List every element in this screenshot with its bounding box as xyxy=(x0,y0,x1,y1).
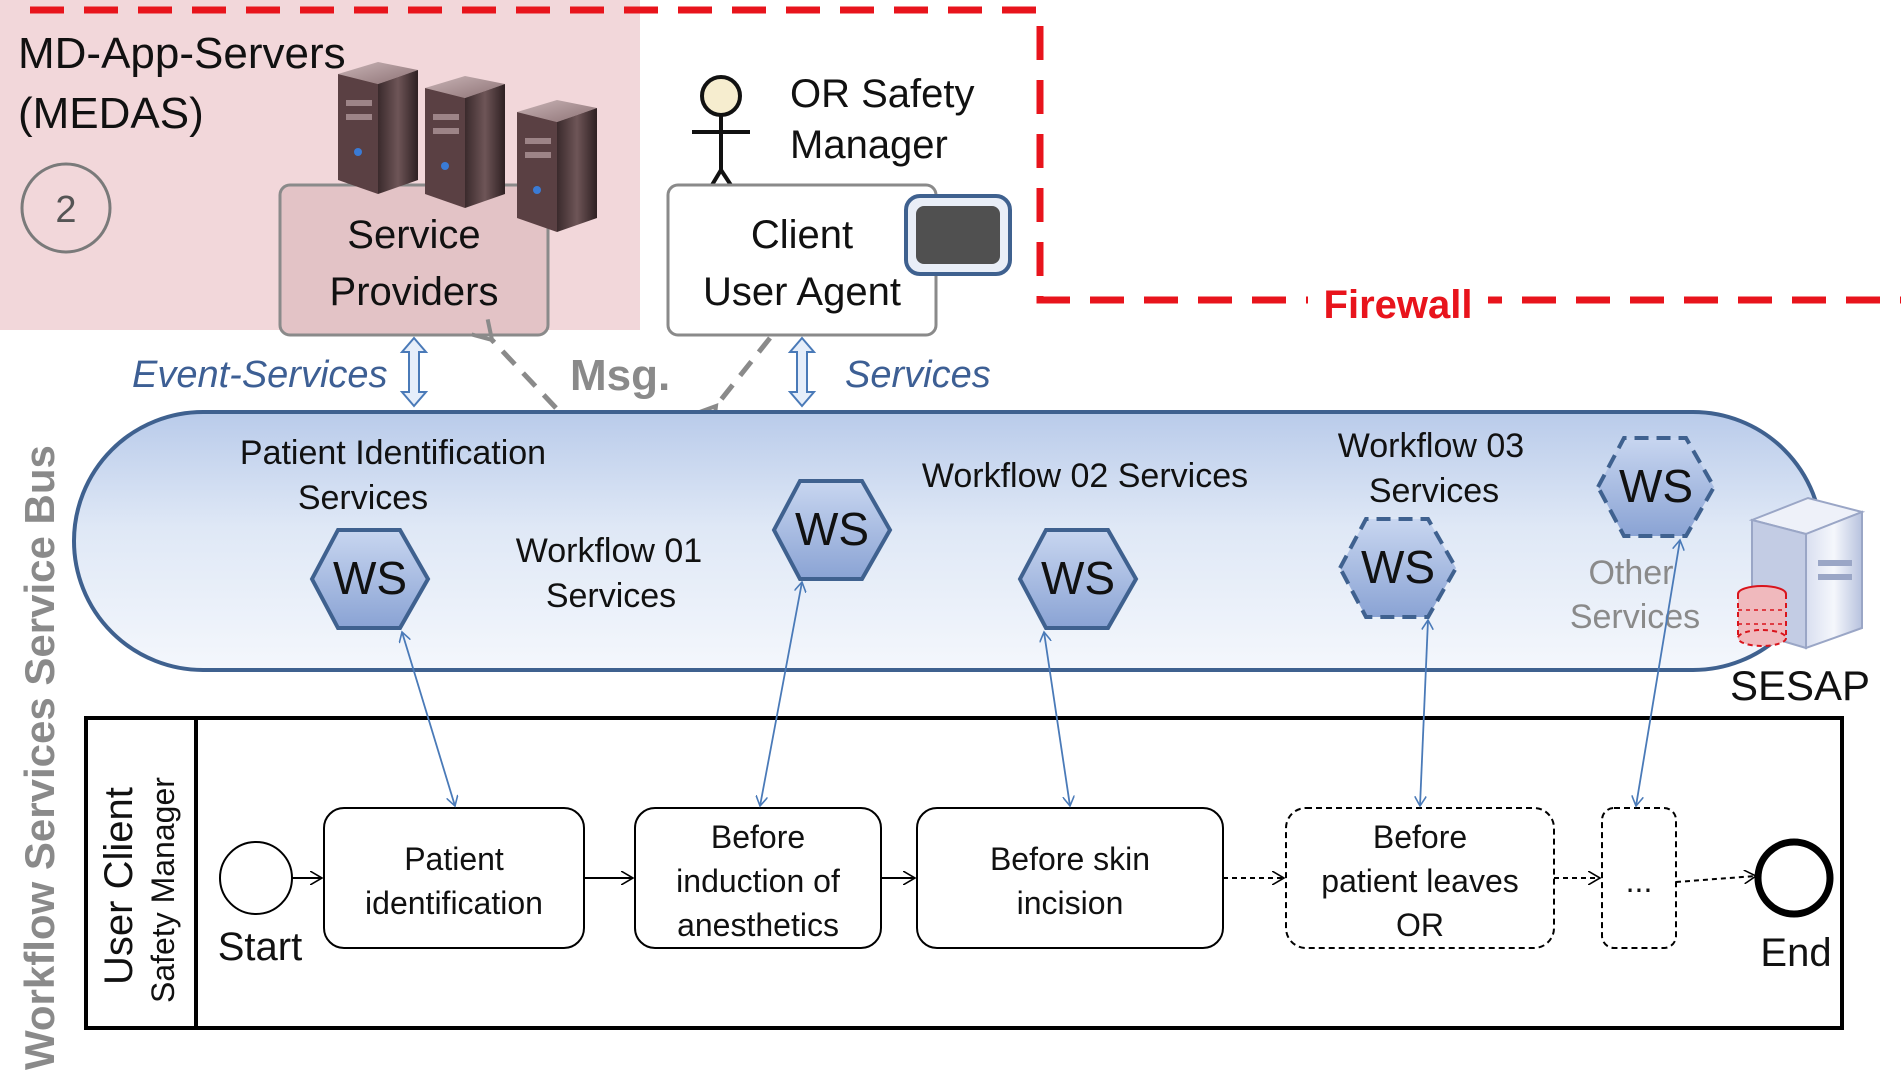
ws-label: WS xyxy=(1619,460,1693,512)
other-services-line1: Other xyxy=(1588,554,1673,592)
end-label: End xyxy=(1760,931,1831,975)
workflow03-line2: Services xyxy=(1369,472,1499,510)
ws-hexagon-workflow02[interactable]: WS xyxy=(1017,528,1139,630)
workflow-step-before-skin-incision[interactable]: Before skin incision xyxy=(916,807,1224,949)
sequence-flows xyxy=(292,876,1756,882)
workflow01-line2: Services xyxy=(546,577,676,615)
step-line: Patient xyxy=(404,841,504,877)
bus-side-label: Workflow Services Service Bus xyxy=(16,445,63,1070)
step-line: Before xyxy=(1373,819,1467,855)
msg-connectors xyxy=(471,318,772,428)
or-safety-manager-line1: OR Safety xyxy=(790,72,975,116)
workflow03-line1: Workflow 03 xyxy=(1338,427,1524,465)
medas-title-line2: (MEDAS) xyxy=(18,89,204,138)
start-event[interactable] xyxy=(219,841,293,915)
step-line: ... xyxy=(1626,863,1653,899)
workflow01-line1: Workflow 01 xyxy=(516,532,702,570)
service-step-links xyxy=(402,540,1680,806)
services-connector xyxy=(787,336,817,408)
event-services-label: Event-Services xyxy=(132,354,388,396)
end-event[interactable] xyxy=(1754,838,1834,918)
step-line: induction of xyxy=(676,863,840,899)
step-line: patient leaves xyxy=(1321,863,1518,899)
patient-identification-line1: Patient Identification xyxy=(240,434,546,472)
lane-label-main: User Client xyxy=(97,787,141,985)
services-label: Services xyxy=(845,354,991,396)
start-label: Start xyxy=(218,925,302,969)
workflow-step-before-induction[interactable]: Before induction of anesthetics xyxy=(634,807,882,949)
medas-number: 2 xyxy=(55,189,76,231)
ws-hexagon-other[interactable]: WS xyxy=(1595,436,1717,538)
ws-label: WS xyxy=(1041,552,1115,604)
medas-title-line1: MD-App-Servers xyxy=(18,29,346,78)
ws-label: WS xyxy=(1361,541,1435,593)
ws-label: WS xyxy=(333,552,407,604)
workflow02-label: Workflow 02 Services xyxy=(922,457,1248,495)
step-line: anesthetics xyxy=(677,907,839,943)
ws-hexagon-workflow03[interactable]: WS xyxy=(1337,517,1459,619)
step-line: Before skin xyxy=(990,841,1150,877)
step-line: OR xyxy=(1396,907,1444,943)
client-user-agent-box: Client User Agent xyxy=(666,183,938,337)
sesap-label: SESAP xyxy=(1730,662,1870,709)
ws-hexagon-patient-id[interactable]: WS xyxy=(309,528,431,630)
msg-label: Msg. xyxy=(570,351,670,400)
event-services-connector xyxy=(399,336,429,408)
service-providers-line1: Service xyxy=(347,213,480,257)
or-safety-manager-line2: Manager xyxy=(790,123,948,167)
sesap-server-icon xyxy=(1737,496,1866,650)
service-providers-line2: Providers xyxy=(330,270,499,314)
service-providers-box: Service Providers xyxy=(278,183,550,337)
step-line: identification xyxy=(365,885,543,921)
server-stack-icon xyxy=(338,62,597,232)
patient-identification-line2: Services xyxy=(298,479,428,517)
firewall-boundary: Firewall xyxy=(30,6,1901,327)
lane-label-sub: Safety Manager xyxy=(145,777,181,1003)
client-line1: Client xyxy=(751,213,853,257)
ws-hexagon-workflow01[interactable]: WS xyxy=(771,479,893,581)
ws-label: WS xyxy=(795,503,869,555)
step-line: Before xyxy=(711,819,805,855)
monitor-icon xyxy=(904,194,1012,276)
workflow-step-patient-identification[interactable]: Patient identification xyxy=(323,807,585,949)
medas-number-circle xyxy=(20,162,112,254)
workflow-step-before-patient-leaves[interactable]: Before patient leaves OR xyxy=(1285,807,1555,949)
step-line: incision xyxy=(1017,885,1124,921)
other-services-line2: Services xyxy=(1570,598,1700,636)
client-line2: User Agent xyxy=(703,270,901,314)
firewall-label: Firewall xyxy=(1324,283,1473,327)
workflow-step-more[interactable]: ... xyxy=(1601,807,1677,949)
